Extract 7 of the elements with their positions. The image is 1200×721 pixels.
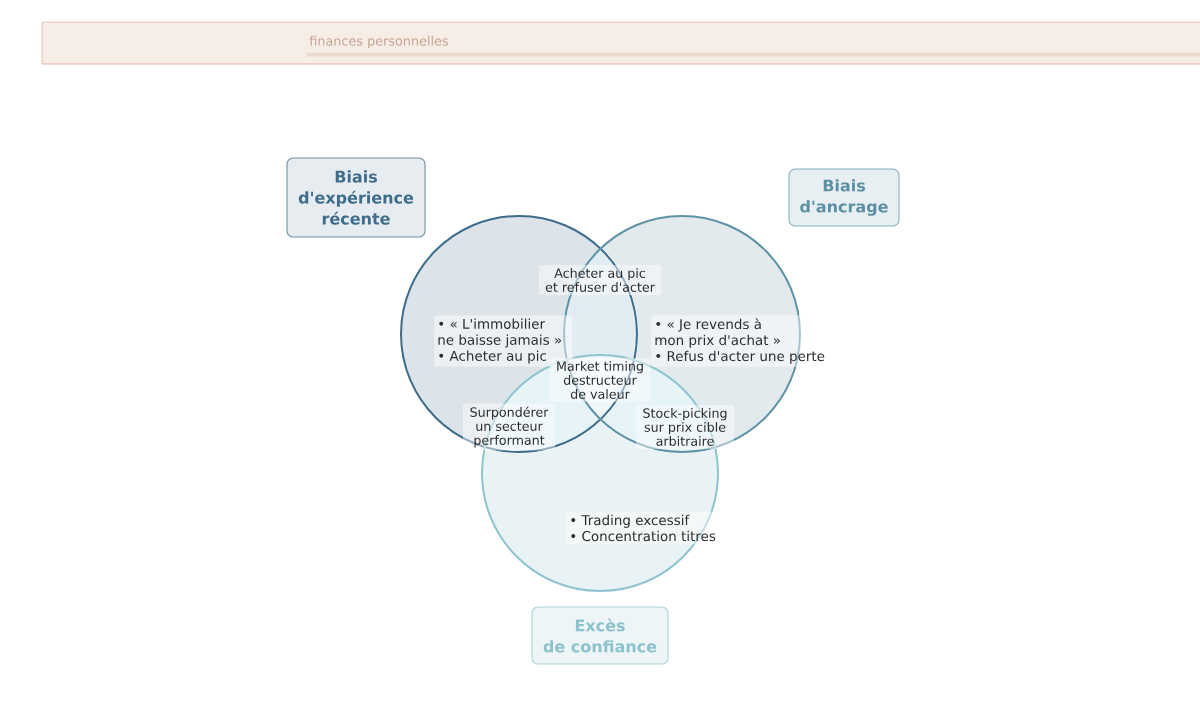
venn-label: • « Je revends à mon prix d'achat » • Refus d'acter une perte [651,315,834,367]
title-box: Excès de confiance [531,606,669,665]
title-box: Biais d'expérience récente [286,157,426,238]
venn-label: • Trading excessif • Concentration titres [566,511,723,545]
tagline: finances personnelles [309,35,448,49]
venn-label: Acheter au pic et refuser d'acter [539,265,661,295]
title-box: Biais d'ancrage [788,168,900,227]
